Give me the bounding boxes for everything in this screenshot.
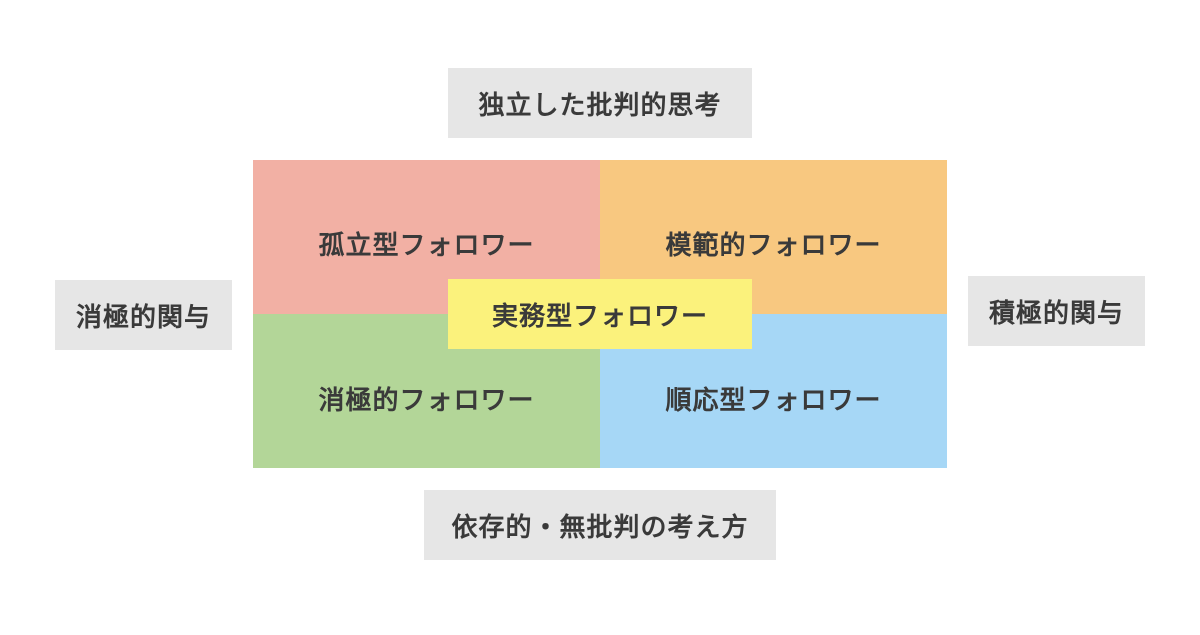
- quadrant-label: 順応型フォロワー: [665, 385, 882, 416]
- axis-label-bottom-text: 依存的・無批判の考え方: [451, 512, 749, 543]
- quadrant-label: 消極的フォロワー: [318, 385, 535, 416]
- quadrant-isolated-follower: 孤立型フォロワー: [253, 160, 600, 314]
- axis-label-top-text: 独立した批判的思考: [478, 90, 722, 121]
- center-label: 実務型フォロワー: [491, 301, 708, 332]
- axis-label-top: 独立した批判的思考: [448, 68, 752, 138]
- quadrant-label: 孤立型フォロワー: [318, 230, 535, 261]
- axis-label-bottom: 依存的・無批判の考え方: [424, 490, 776, 560]
- quadrant-passive-follower: 消極的フォロワー: [253, 314, 600, 468]
- center-pragmatic-follower: 実務型フォロワー: [448, 279, 752, 349]
- axis-label-left-text: 消極的関与: [75, 302, 211, 333]
- axis-label-right: 積極的関与: [968, 276, 1145, 346]
- axis-label-right-text: 積極的関与: [988, 298, 1124, 329]
- axis-label-left: 消極的関与: [55, 280, 232, 350]
- quadrant-label: 模範的フォロワー: [665, 230, 882, 261]
